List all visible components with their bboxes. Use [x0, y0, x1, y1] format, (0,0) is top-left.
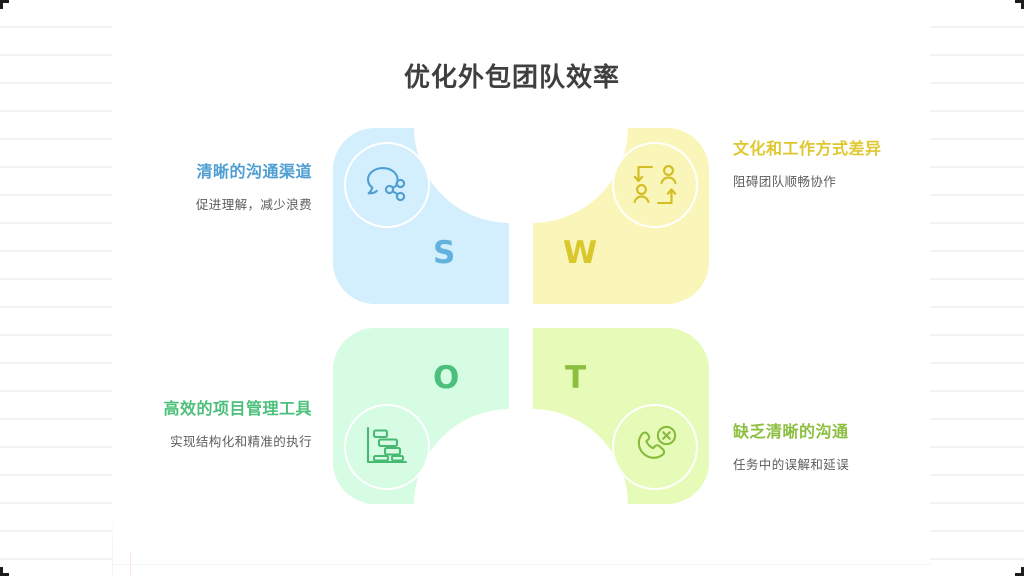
opportunities-heading: 高效的项目管理工具 — [163, 399, 312, 418]
card-edge-horizontal — [112, 564, 932, 565]
phone-missed-icon — [612, 404, 698, 490]
swot-quadrant-strengths[interactable]: S — [333, 127, 510, 304]
swot-diagram: S W — [333, 127, 709, 505]
threats-heading: 缺乏清晰的沟通 — [733, 422, 849, 441]
paper-rule-lines-left — [0, 0, 112, 576]
swot-quadrant-threats[interactable]: T — [532, 328, 709, 505]
crop-mark-bottom-right — [1015, 567, 1024, 576]
chat-share-icon — [344, 142, 430, 228]
swot-text-opportunities: 高效的项目管理工具 实现结构化和精准的执行 — [112, 397, 312, 452]
paper-rule-lines-right — [930, 0, 1024, 576]
crop-mark-bottom-left — [0, 567, 9, 576]
people-exchange-icon — [612, 142, 698, 228]
paper-margin-rule — [130, 552, 131, 576]
strengths-subtext: 促进理解，减少浪费 — [195, 197, 312, 213]
weaknesses-heading: 文化和工作方式差异 — [733, 139, 882, 158]
swot-quadrant-opportunities[interactable]: O — [333, 328, 510, 505]
swot-text-threats: 缺乏清晰的沟通 任务中的误解和延误 — [733, 420, 933, 475]
threats-subtext: 任务中的误解和延误 — [733, 457, 850, 473]
quadrant-letter-t: T — [565, 360, 587, 396]
quadrant-letter-w: W — [563, 235, 598, 271]
opportunities-subtext: 实现结构化和精准的执行 — [170, 434, 312, 450]
gantt-chart-icon — [344, 404, 430, 490]
crop-mark-top-left — [0, 0, 9, 9]
weaknesses-subtext: 阻碍团队顺畅协作 — [733, 174, 837, 190]
page-title: 优化外包团队效率 — [403, 63, 620, 93]
crop-mark-top-right — [1015, 0, 1024, 9]
swot-text-strengths: 清晰的沟通渠道 促进理解，减少浪费 — [112, 160, 312, 215]
card-edge-vertical — [112, 0, 113, 576]
quadrant-letter-o: O — [433, 360, 460, 396]
swot-quadrant-weaknesses[interactable]: W — [532, 127, 709, 304]
quadrant-letter-s: S — [433, 235, 456, 271]
swot-text-weaknesses: 文化和工作方式差异 阻碍团队顺畅协作 — [733, 137, 933, 192]
strengths-heading: 清晰的沟通渠道 — [196, 162, 312, 181]
